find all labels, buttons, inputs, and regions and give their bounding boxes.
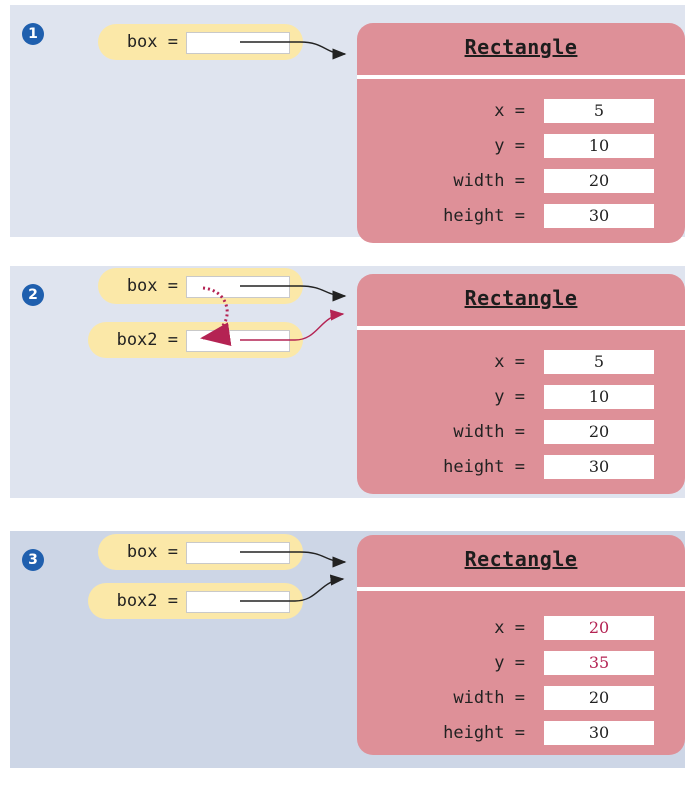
object-divider — [357, 75, 685, 79]
variable-label: box2 = — [116, 330, 178, 350]
variable-box: box = — [98, 24, 303, 60]
step-1-panel: 1 box = Rectangle x = 5 y = 10 width = 2… — [10, 5, 685, 243]
field-width: width = 20 — [357, 683, 685, 713]
field-name: height = — [443, 457, 525, 477]
field-x: x = 20 — [357, 613, 685, 643]
field-value: 20 — [544, 169, 654, 193]
step-number-badge: 2 — [22, 284, 44, 306]
field-name: x = — [494, 618, 525, 638]
field-value-changed: 35 — [544, 651, 654, 675]
field-x: x = 5 — [357, 347, 685, 377]
variable-box: box = — [98, 268, 303, 304]
field-y: y = 10 — [357, 382, 685, 412]
step-3-panel: 3 box = box2 = Rectangle x = 20 y = 35 w… — [10, 531, 685, 768]
object-divider — [357, 587, 685, 591]
variable-label: box2 = — [116, 591, 178, 611]
field-value: 30 — [544, 204, 654, 228]
step-number-badge: 1 — [22, 23, 44, 45]
reference-slot — [186, 32, 290, 54]
reference-slot — [186, 542, 290, 564]
variable-label: box = — [126, 276, 178, 296]
field-y: y = 35 — [357, 648, 685, 678]
field-name: width = — [453, 688, 525, 708]
class-name: Rectangle — [464, 547, 578, 571]
field-name: y = — [494, 136, 525, 156]
field-value: 30 — [544, 455, 654, 479]
rectangle-object: Rectangle x = 5 y = 10 width = 20 height… — [357, 23, 685, 243]
variable-label: box = — [126, 542, 178, 562]
field-value: 5 — [544, 350, 654, 374]
field-name: y = — [494, 387, 525, 407]
rectangle-object: Rectangle x = 20 y = 35 width = 20 heigh… — [357, 535, 685, 755]
field-name: y = — [494, 653, 525, 673]
field-value: 20 — [544, 686, 654, 710]
field-name: width = — [453, 422, 525, 442]
field-name: width = — [453, 171, 525, 191]
variable-box2: box2 = — [88, 583, 303, 619]
field-width: width = 20 — [357, 166, 685, 196]
field-height: height = 30 — [357, 718, 685, 748]
field-name: height = — [443, 206, 525, 226]
field-value: 5 — [544, 99, 654, 123]
field-name: height = — [443, 723, 525, 743]
class-name: Rectangle — [464, 35, 578, 59]
field-value: 10 — [544, 134, 654, 158]
field-value: 20 — [544, 420, 654, 444]
class-name: Rectangle — [464, 286, 578, 310]
variable-label: box = — [126, 32, 178, 52]
field-height: height = 30 — [357, 201, 685, 231]
field-x: x = 5 — [357, 96, 685, 126]
field-name: x = — [494, 352, 525, 372]
field-y: y = 10 — [357, 131, 685, 161]
reference-slot — [186, 330, 290, 352]
reference-slot — [186, 591, 290, 613]
field-value: 10 — [544, 385, 654, 409]
variable-box2: box2 = — [88, 322, 303, 358]
field-width: width = 20 — [357, 417, 685, 447]
field-name: x = — [494, 101, 525, 121]
step-number-badge: 3 — [22, 549, 44, 571]
variable-box: box = — [98, 534, 303, 570]
step-2-panel: 2 box = box2 = Rectangle x = 5 y = 10 wi… — [10, 266, 685, 498]
object-divider — [357, 326, 685, 330]
field-height: height = 30 — [357, 452, 685, 482]
field-value-changed: 20 — [544, 616, 654, 640]
rectangle-object: Rectangle x = 5 y = 10 width = 20 height… — [357, 274, 685, 494]
field-value: 30 — [544, 721, 654, 745]
reference-slot — [186, 276, 290, 298]
